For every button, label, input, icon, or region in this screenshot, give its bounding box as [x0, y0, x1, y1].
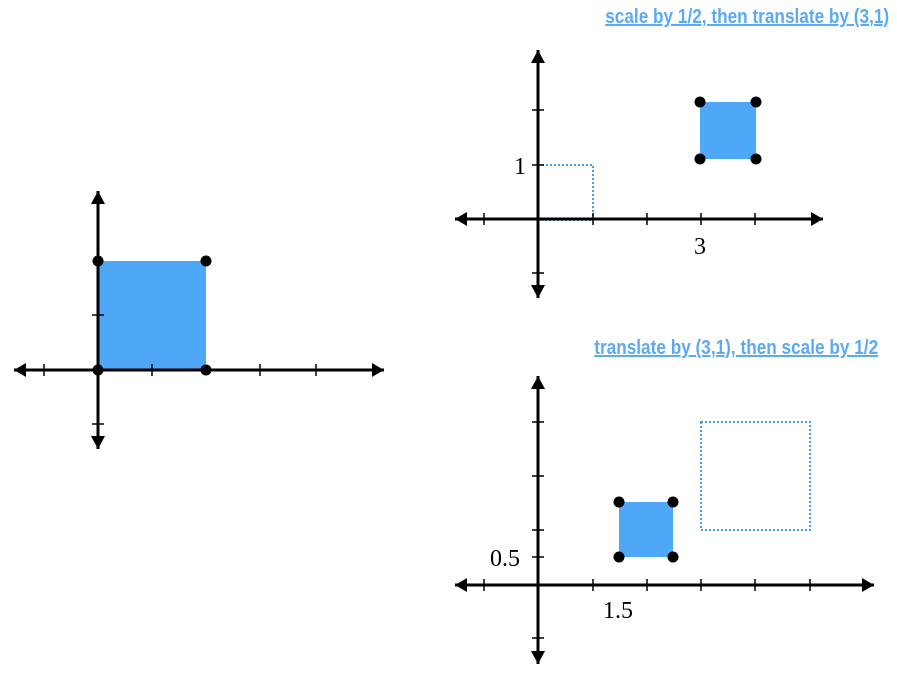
translate-then-scale-panel: 0.5 1.5	[455, 376, 874, 664]
scale-then-translate-panel: 1 3	[455, 50, 823, 298]
intermediate-square-outline	[700, 421, 811, 531]
original-y-axis	[91, 191, 105, 449]
result-vertex	[613, 496, 625, 508]
top-x-tick-label: 3	[694, 234, 706, 260]
bottom-y-axis	[531, 376, 545, 664]
bottom-x-axis	[455, 578, 874, 592]
result-vertex	[613, 551, 625, 563]
result-vertex	[667, 496, 679, 508]
original-vertex	[200, 255, 212, 267]
original-square	[98, 261, 206, 370]
original-vertex	[92, 364, 104, 376]
result-vertex	[694, 153, 706, 165]
bottom-y-tick-label: 0.5	[490, 546, 520, 572]
result-square	[700, 102, 756, 159]
result-vertex	[694, 96, 706, 108]
original-vertex	[92, 255, 104, 267]
result-vertex	[667, 551, 679, 563]
top-y-tick-label: 1	[514, 154, 526, 180]
bottom-x-tick-label: 1.5	[603, 598, 633, 624]
result-square	[619, 502, 673, 557]
translate-then-scale-title: translate by (3,1), then scale by 1/2	[594, 337, 878, 359]
reference-square-outline	[537, 164, 594, 221]
original-vertex	[200, 364, 212, 376]
top-y-axis	[531, 50, 545, 298]
result-vertex	[750, 96, 762, 108]
scale-then-translate-title: scale by 1/2, then translate by (3,1)	[605, 6, 889, 28]
top-x-axis	[455, 212, 823, 226]
result-vertex	[750, 153, 762, 165]
original-panel	[14, 191, 384, 449]
original-x-axis	[14, 363, 384, 377]
